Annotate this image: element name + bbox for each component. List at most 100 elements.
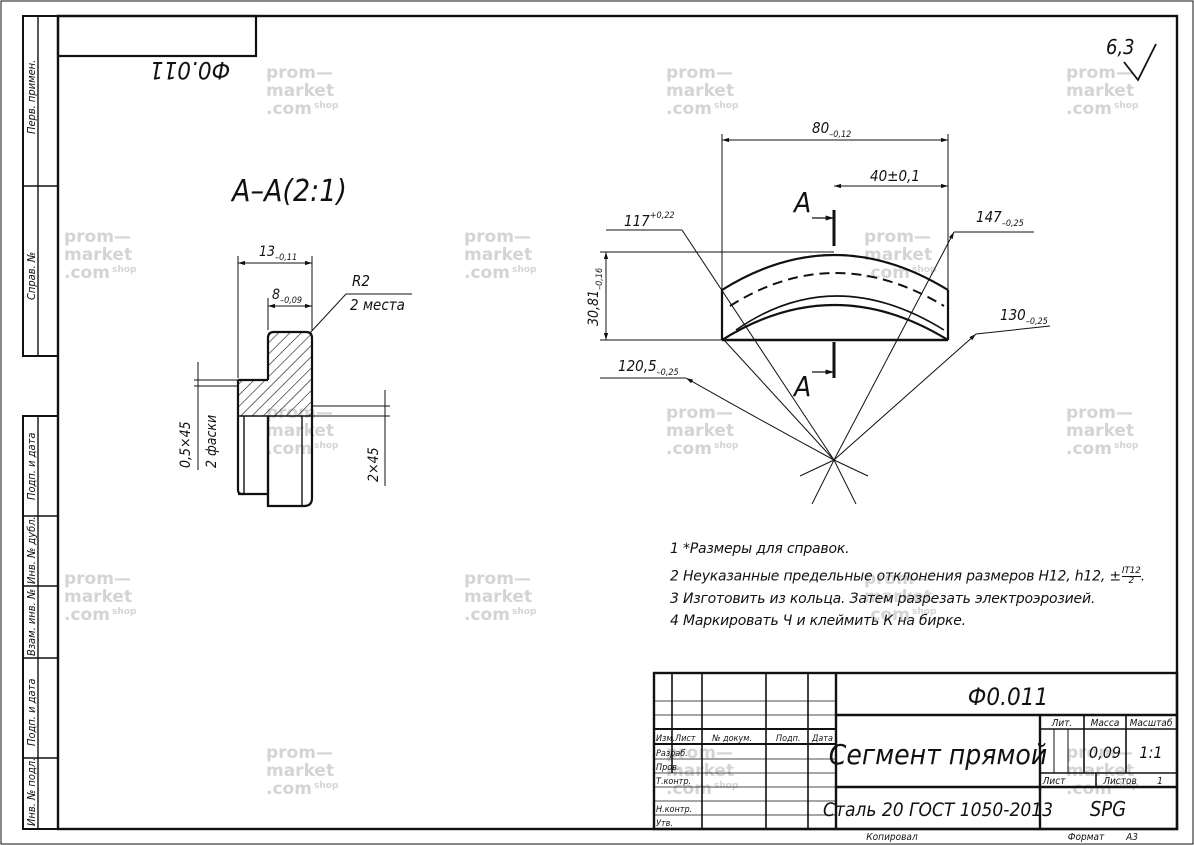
side-label-repl-inv: Взам. инв. № [25, 589, 38, 656]
note-3: 3 Изготовить из кольца. Затем разрезать … [670, 591, 1096, 607]
watermark-text: market [666, 421, 734, 441]
doc-code-mirrored: Ф0.011 [150, 56, 230, 84]
watermark-text: market [266, 81, 334, 101]
section-mark-bottom: А [792, 370, 811, 403]
watermark-suffix: shop [912, 607, 937, 617]
dim-chamfer-note: 2 фаски [204, 415, 220, 468]
tb-copied: Копировал [866, 832, 918, 843]
dim-8: 8–0,09 [272, 287, 302, 306]
watermark-text: market [864, 587, 932, 607]
tb-row-approve: Утв. [656, 819, 673, 829]
watermark-suffix: shop [314, 781, 339, 791]
tb-sheets: 1 [1157, 776, 1163, 787]
watermark-text: .com [1066, 779, 1112, 799]
watermark-suffix: shop [314, 101, 339, 111]
tb-name: Сегмент прямой [829, 738, 1047, 771]
tb-col-izm: Изм. [656, 734, 675, 744]
watermark-text: .com [864, 605, 910, 625]
watermark-suffix: shop [512, 607, 537, 617]
tb-code: Ф0.011 [968, 683, 1048, 711]
watermark-text: prom— [666, 63, 733, 83]
tb-sheets-label: Листов [1102, 776, 1137, 787]
segment-view: А А 80–0 [586, 119, 1051, 505]
watermark-text: prom— [64, 227, 131, 247]
dim-r2-note: 2 места [350, 296, 405, 314]
watermark-suffix: shop [1114, 441, 1139, 451]
dim-147: 147–0,25 [976, 208, 1024, 229]
tb-lit-label: Лит. [1051, 718, 1073, 729]
dim-117: 117+0,22 [624, 211, 675, 230]
tb-row-check: Пров. [656, 763, 680, 773]
side-label-sign-date-2: Подп. и дата [25, 679, 38, 746]
tb-material: Сталь 20 ГОСТ 1050-2013 [823, 799, 1053, 821]
roughness-value: 6,3 [1106, 35, 1135, 59]
side-label-dup-inv: Инв. № дубл. [25, 516, 38, 584]
tb-row-tcontr: Т.контр. [656, 777, 691, 787]
tb-row-ncontr: Н.контр. [656, 805, 692, 815]
watermark-text: market [666, 761, 734, 781]
tb-row-dev: Разраб. [656, 749, 688, 759]
tb-format-label: Формат [1068, 832, 1105, 843]
section-view: А–А(2:1) [178, 174, 412, 508]
title-block [652, 671, 1179, 831]
tb-scale-label: Масштаб [1130, 717, 1173, 729]
note-2-text: 2 Неуказанные предельные отклонения разм… [670, 568, 1121, 585]
watermark-text: prom— [464, 227, 531, 247]
watermark-text: market [266, 421, 334, 441]
watermark-suffix: shop [714, 441, 739, 451]
title-block-text: Ф0.011 Сегмент прямой Сталь 20 ГОСТ 1050… [656, 683, 1173, 843]
watermark-suffix: shop [512, 265, 537, 275]
watermark-text: market [266, 761, 334, 781]
side-label-orig-inv: Инв. № подл. [25, 758, 38, 826]
watermark-text: market [666, 81, 734, 101]
watermark-text: market [864, 245, 932, 265]
watermark-text: .com [464, 263, 510, 283]
watermark-suffix: shop [912, 265, 937, 275]
section-mark-top: А [792, 186, 811, 219]
watermark-text: prom— [266, 743, 333, 763]
section-title: А–А(2:1) [230, 174, 347, 209]
watermark-text: market [64, 587, 132, 607]
watermark-suffix: shop [314, 441, 339, 451]
dim-height: 30,81–0,16 [586, 268, 605, 326]
watermark-text: prom— [864, 569, 931, 589]
tb-mass: 0,09 [1089, 743, 1121, 762]
tb-sheet-label: Лист [1042, 776, 1067, 787]
watermark-text: market [464, 245, 532, 265]
watermark-text: market [1066, 761, 1134, 781]
dim-13: 13–0,11 [259, 244, 297, 263]
watermark-text: prom— [1066, 403, 1133, 423]
watermark-text: .com [666, 439, 712, 459]
watermark-text: .com [64, 263, 110, 283]
watermark-text: .com [464, 605, 510, 625]
watermark-text: prom— [266, 63, 333, 83]
watermark-text: market [464, 587, 532, 607]
note-4: 4 Маркировать Ч и клеймить К на бирке. [670, 613, 966, 629]
note-2-fraction-den: 2 [1128, 576, 1135, 586]
dim-80: 80–0,12 [812, 119, 851, 140]
tb-mass-label: Масса [1091, 718, 1120, 729]
tb-format: А3 [1125, 832, 1138, 843]
dim-130: 130–0,25 [1000, 306, 1048, 327]
watermark-text: prom— [1066, 743, 1133, 763]
watermark-text: .com [1066, 99, 1112, 119]
watermark-text: prom— [666, 743, 733, 763]
watermark-text: prom— [864, 227, 931, 247]
roughness-symbol: 6,3 [1106, 35, 1157, 82]
watermark-text: market [1066, 421, 1134, 441]
tb-col-sign: Подп. [776, 734, 801, 744]
watermark-text: .com [266, 439, 312, 459]
